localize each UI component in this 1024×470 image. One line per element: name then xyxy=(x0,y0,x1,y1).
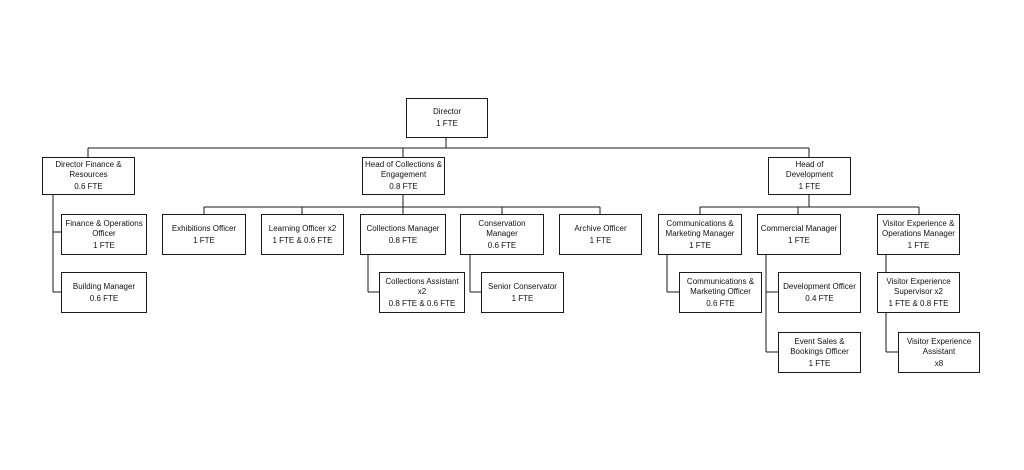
node-title: Collections Manager xyxy=(366,223,440,233)
node-fte: 1 FTE xyxy=(788,235,810,245)
node-title: Archive Officer xyxy=(574,223,627,233)
node-building-manager: Building Manager 0.6 FTE xyxy=(61,272,147,313)
node-title: Development Officer xyxy=(783,281,856,291)
node-conservation-manager: Conservation Manager 0.6 FTE xyxy=(460,214,544,255)
node-fte: 1 FTE xyxy=(589,235,612,245)
node-title: Event Sales & Bookings Officer xyxy=(790,336,849,356)
node-fte: 1 FTE xyxy=(798,182,821,191)
node-fte: 1 FTE xyxy=(907,240,930,250)
node-head-collections: Head of Collections & Engagement 0.8 FTE xyxy=(362,157,445,195)
node-finance-operations-officer: Finance & Operations Officer 1 FTE xyxy=(61,214,147,255)
node-title: Visitor Experience Supervisor x2 xyxy=(886,276,951,296)
node-fte: x8 xyxy=(934,358,944,368)
node-event-sales-officer: Event Sales & Bookings Officer 1 FTE xyxy=(778,332,861,373)
node-communications-manager: Communications & Marketing Manager 1 FTE xyxy=(658,214,742,255)
node-fte: 0.8 FTE & 0.6 FTE xyxy=(388,298,456,308)
node-head-development: Head of Development 1 FTE xyxy=(768,157,851,195)
node-commercial-manager: Commercial Manager 1 FTE xyxy=(757,214,841,255)
node-fte: 1 FTE & 0.8 FTE xyxy=(888,298,949,308)
node-title: Conservation Manager xyxy=(478,218,526,238)
node-learning-officer: Learning Officer x2 1 FTE & 0.6 FTE xyxy=(261,214,344,255)
node-title: Commercial Manager xyxy=(760,223,838,233)
node-collections-manager: Collections Manager 0.8 FTE xyxy=(360,214,446,255)
node-title: Collections Assistant x2 xyxy=(385,276,459,296)
node-title: Communications & Marketing Officer xyxy=(686,276,755,296)
node-communications-officer: Communications & Marketing Officer 0.6 F… xyxy=(679,272,762,313)
node-fte: 1 FTE xyxy=(511,293,534,303)
node-fte: 1 FTE xyxy=(436,119,458,128)
node-fte: 0.8 FTE xyxy=(389,182,418,191)
node-title: Senior Conservator xyxy=(488,281,557,291)
node-title: Visitor Experience & Operations Manager xyxy=(882,218,955,238)
node-visitor-operations-manager: Visitor Experience & Operations Manager … xyxy=(877,214,960,255)
node-archive-officer: Archive Officer 1 FTE xyxy=(559,214,642,255)
node-fte: 0.6 FTE xyxy=(89,293,119,303)
node-title: Communications & Marketing Manager xyxy=(665,218,735,238)
node-fte: 1 FTE xyxy=(193,235,215,245)
node-visitor-assistant: Visitor Experience Assistant x8 xyxy=(898,332,980,373)
node-senior-conservator: Senior Conservator 1 FTE xyxy=(481,272,564,313)
node-director: Director 1 FTE xyxy=(406,98,488,138)
node-title: Exhibitions Officer xyxy=(171,223,237,233)
node-collections-assistant: Collections Assistant x2 0.8 FTE & 0.6 F… xyxy=(379,272,465,313)
node-fte: 0.6 FTE xyxy=(487,240,517,250)
node-fte: 0.4 FTE xyxy=(805,293,834,303)
node-title: Building Manager xyxy=(72,281,136,291)
node-fte: 0.6 FTE xyxy=(74,182,103,191)
node-fte: 1 FTE xyxy=(808,358,831,368)
node-visitor-supervisor: Visitor Experience Supervisor x2 1 FTE &… xyxy=(877,272,960,313)
node-title: Director Finance & Resources xyxy=(55,160,122,179)
node-title: Head of Development xyxy=(785,160,834,179)
node-title: Learning Officer x2 xyxy=(268,223,337,233)
node-fte: 1 FTE & 0.6 FTE xyxy=(272,235,333,245)
node-development-officer: Development Officer 0.4 FTE xyxy=(778,272,861,313)
node-title: Head of Collections & Engagement xyxy=(365,160,442,179)
node-fte: 0.8 FTE xyxy=(388,235,418,245)
node-title: Visitor Experience Assistant xyxy=(906,336,972,356)
node-director-finance: Director Finance & Resources 0.6 FTE xyxy=(42,157,135,195)
node-fte: 1 FTE xyxy=(93,240,115,250)
node-title: Finance & Operations Officer xyxy=(65,218,143,238)
node-exhibitions-officer: Exhibitions Officer 1 FTE xyxy=(162,214,246,255)
node-fte: 0.6 FTE xyxy=(706,298,735,308)
node-fte: 1 FTE xyxy=(689,240,711,250)
node-title: Director xyxy=(432,107,461,116)
